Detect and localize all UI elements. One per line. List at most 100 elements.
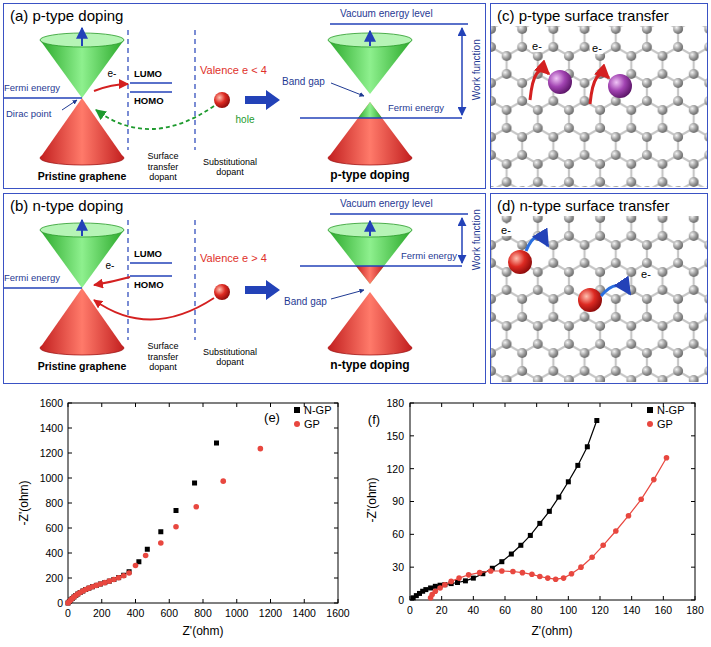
data-point bbox=[214, 441, 219, 446]
axis-tick bbox=[410, 501, 414, 502]
plot-frame bbox=[68, 403, 338, 603]
panel-frame: (c) p-type surface transfer bbox=[490, 3, 708, 189]
panel-heading: (c) p-type surface transfer bbox=[491, 4, 675, 27]
data-point bbox=[518, 543, 523, 548]
axis-tick bbox=[631, 403, 632, 407]
charge-label: e- bbox=[106, 260, 115, 272]
data-point bbox=[111, 577, 116, 582]
data-point bbox=[133, 563, 139, 569]
data-point bbox=[600, 542, 606, 548]
panel-frame: (d) n-type surface transfer bbox=[490, 193, 708, 384]
data-point bbox=[116, 575, 122, 581]
legend-marker bbox=[294, 407, 300, 413]
axis-tick bbox=[68, 528, 72, 529]
axis-tick bbox=[505, 403, 506, 407]
p-surface-transfer-illustration bbox=[491, 26, 707, 187]
axis-tick bbox=[169, 403, 170, 407]
fermi-level bbox=[300, 117, 462, 119]
axis-tick-label: 180 bbox=[686, 604, 704, 616]
axis-tick bbox=[631, 596, 632, 600]
level-label: Fermi energy bbox=[401, 251, 457, 262]
data-point bbox=[192, 481, 197, 486]
orbital-label: LUMO bbox=[134, 249, 162, 260]
data-point bbox=[158, 529, 163, 534]
data-point bbox=[499, 559, 504, 564]
graphene-lattice bbox=[491, 216, 707, 382]
adsorbate-atom bbox=[608, 74, 632, 98]
lumo-level bbox=[130, 82, 172, 84]
data-point bbox=[664, 455, 670, 461]
level-label: Fermi energy bbox=[4, 273, 60, 284]
axis-tick bbox=[691, 567, 695, 568]
axis-tick bbox=[334, 428, 338, 429]
n-doping-illustration bbox=[4, 214, 468, 355]
orbital-label: LUMO bbox=[134, 69, 162, 80]
axis-tick bbox=[410, 567, 414, 568]
axis-tick bbox=[338, 599, 339, 603]
fermi-level bbox=[300, 265, 462, 267]
axis-tick-label: 90 bbox=[392, 495, 404, 507]
axis-tick bbox=[410, 403, 411, 407]
data-point bbox=[174, 508, 179, 513]
data-point bbox=[545, 575, 551, 581]
homo-level bbox=[130, 91, 172, 93]
lumo-level bbox=[130, 262, 172, 264]
axis-tick-label: 1200 bbox=[40, 447, 63, 459]
data-point bbox=[143, 553, 149, 559]
panel-letter: (f) bbox=[368, 413, 380, 428]
axis-tick-label: 1200 bbox=[259, 607, 282, 619]
data-line bbox=[431, 458, 667, 598]
data-point bbox=[569, 571, 575, 577]
graphene-lattice bbox=[491, 26, 707, 187]
data-point bbox=[510, 569, 516, 575]
data-point bbox=[121, 573, 127, 579]
axis-tick bbox=[236, 599, 237, 603]
panel-heading: (d) n-type surface transfer bbox=[491, 194, 676, 217]
axis-tick bbox=[663, 596, 664, 600]
axis-tick-label: 140 bbox=[623, 604, 641, 616]
data-point bbox=[258, 446, 264, 452]
data-point bbox=[547, 509, 552, 514]
axis-tick-label: 200 bbox=[45, 572, 63, 584]
axis-tick-label: 0 bbox=[407, 604, 413, 616]
axis-tick bbox=[600, 403, 601, 407]
data-point bbox=[477, 570, 483, 576]
adsorbate-atom bbox=[508, 250, 532, 274]
axis-tick bbox=[691, 435, 695, 436]
axis-tick bbox=[334, 503, 338, 504]
leader-line bbox=[331, 290, 364, 299]
p-doping-illustration bbox=[4, 24, 468, 165]
data-point bbox=[585, 444, 590, 449]
level-label: Fermi energy bbox=[388, 103, 444, 114]
orbital-label: HOMO bbox=[134, 96, 164, 107]
vacuum-level bbox=[330, 23, 468, 25]
leader-line bbox=[331, 83, 364, 96]
axis-tick bbox=[505, 596, 506, 600]
vacuum-level bbox=[330, 213, 468, 215]
axis-tick bbox=[568, 596, 569, 600]
axis-tick bbox=[334, 603, 338, 604]
axis-tick bbox=[536, 403, 537, 407]
axis-tick bbox=[101, 599, 102, 603]
panel-heading: (a) p-type doping bbox=[4, 4, 129, 27]
axis-tick bbox=[68, 553, 72, 554]
data-point bbox=[589, 555, 595, 561]
axis-tick bbox=[334, 553, 338, 554]
axis-title: Z'(ohm) bbox=[183, 625, 224, 639]
axis-tick bbox=[304, 599, 305, 603]
axis-tick-label: 150 bbox=[386, 430, 404, 442]
data-point bbox=[471, 576, 476, 581]
data-point bbox=[638, 497, 644, 503]
axis-tick-label: 0 bbox=[65, 607, 71, 619]
process-arrow bbox=[245, 280, 280, 300]
dopant-label: Valence e < 4 bbox=[200, 64, 267, 77]
charge-label: e- bbox=[590, 42, 604, 55]
data-point bbox=[116, 575, 121, 580]
axis-tick-label: 800 bbox=[45, 497, 63, 509]
legend-marker bbox=[647, 421, 653, 427]
data-point bbox=[578, 564, 584, 570]
axis-tick-label: 60 bbox=[499, 604, 511, 616]
data-point bbox=[566, 479, 571, 484]
axis-tick bbox=[68, 403, 69, 407]
data-point bbox=[437, 585, 443, 591]
